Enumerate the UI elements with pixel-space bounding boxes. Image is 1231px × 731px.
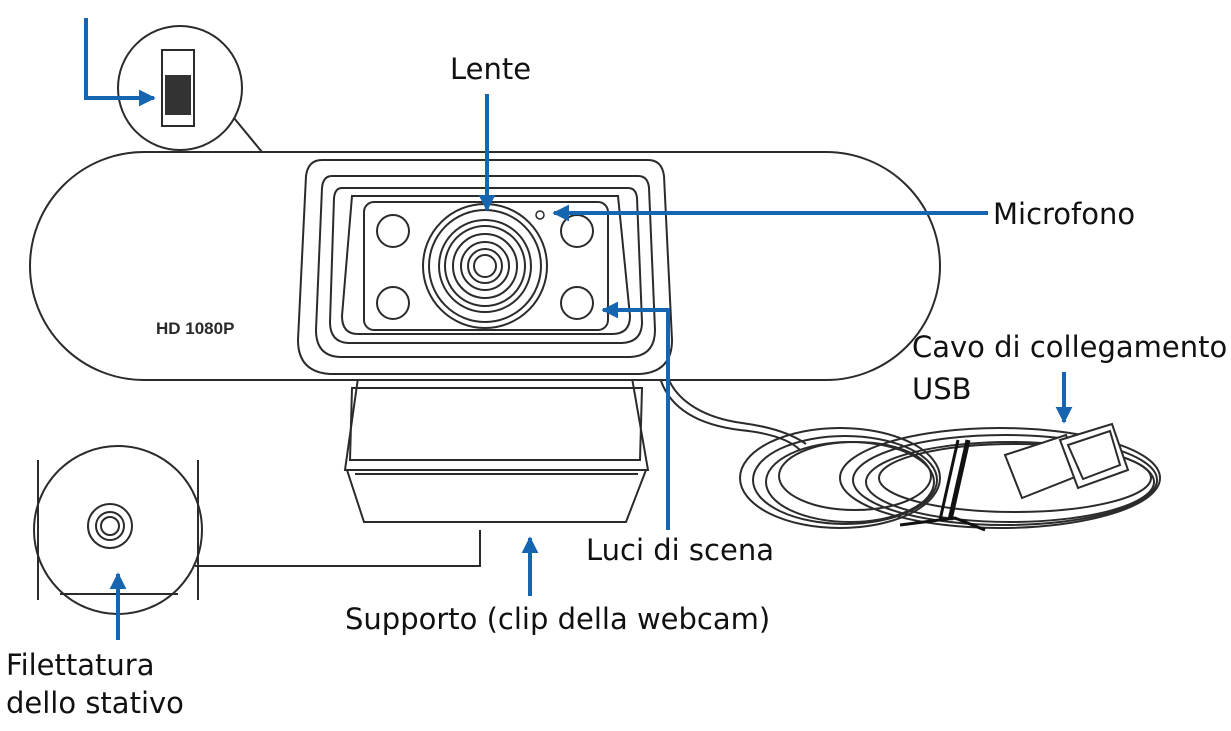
scene-light-bottom-left: [376, 286, 410, 320]
scene-lights-label: Luci di scena: [586, 533, 774, 567]
model-marking: HD 1080P: [156, 319, 234, 338]
stand-label: Supporto (clip della webcam): [345, 602, 771, 636]
scene-lights: [376, 214, 594, 320]
switch-arrow: [84, 18, 156, 107]
lens-label: Lente: [450, 52, 532, 86]
tripod-thread-callout: [33, 445, 481, 615]
cable-tie: [899, 439, 986, 532]
lens: [422, 203, 548, 329]
usb-plug: [1003, 422, 1130, 500]
microphone-label: Microfono: [993, 197, 1136, 231]
microphone-hole: [535, 210, 545, 220]
privacy-switch-callout: [117, 25, 263, 153]
webcam-clip: [343, 377, 650, 523]
scene-light-top-left: [376, 214, 410, 248]
tripod-thread-label-line2: dello stativo: [6, 686, 184, 720]
usb-cable-label-line2: USB: [912, 372, 972, 406]
scene-light-bottom-right: [560, 286, 594, 320]
scene-lights-arrow: [601, 301, 670, 530]
usb-cable: [659, 377, 1161, 529]
scene-light-top-right: [560, 214, 594, 248]
tripod-thread-label-line1: Filettatura: [6, 648, 155, 682]
callout-arrows: [84, 18, 1073, 640]
usb-cable-label-line1: Cavo di collegamento: [912, 330, 1228, 364]
